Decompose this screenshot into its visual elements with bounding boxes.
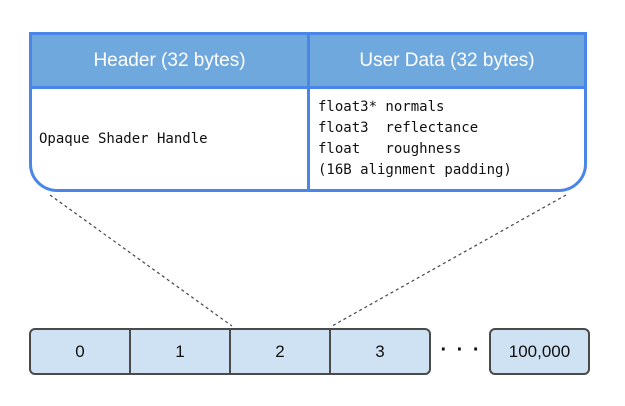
connector-right <box>331 194 567 327</box>
connector-left <box>49 194 233 327</box>
user-data-line: float3* normals <box>318 99 445 115</box>
record-array: 0 1 2 3 <box>29 328 431 375</box>
array-ellipsis: · · · <box>440 338 482 361</box>
user-data-line: (16B alignment padding) <box>318 162 512 178</box>
array-slot: 3 <box>375 341 385 361</box>
array-slot: 1 <box>131 330 231 373</box>
array-slot-last: 100,000 <box>489 328 590 375</box>
user-data-line: float3 reflectance <box>318 120 479 136</box>
array-slot: 0 <box>31 330 131 373</box>
array-slot: 2 <box>231 330 331 373</box>
header-column-label: Header (32 bytes) <box>32 35 310 89</box>
user-data-line: float roughness <box>318 141 462 157</box>
user-data-column-label: User Data (32 bytes) <box>310 35 584 89</box>
shader-record: Header (32 bytes) User Data (32 bytes) O… <box>29 32 587 192</box>
header-content: Opaque Shader Handle <box>32 89 310 189</box>
user-data-content: float3* normals float3 reflectance float… <box>310 89 584 189</box>
